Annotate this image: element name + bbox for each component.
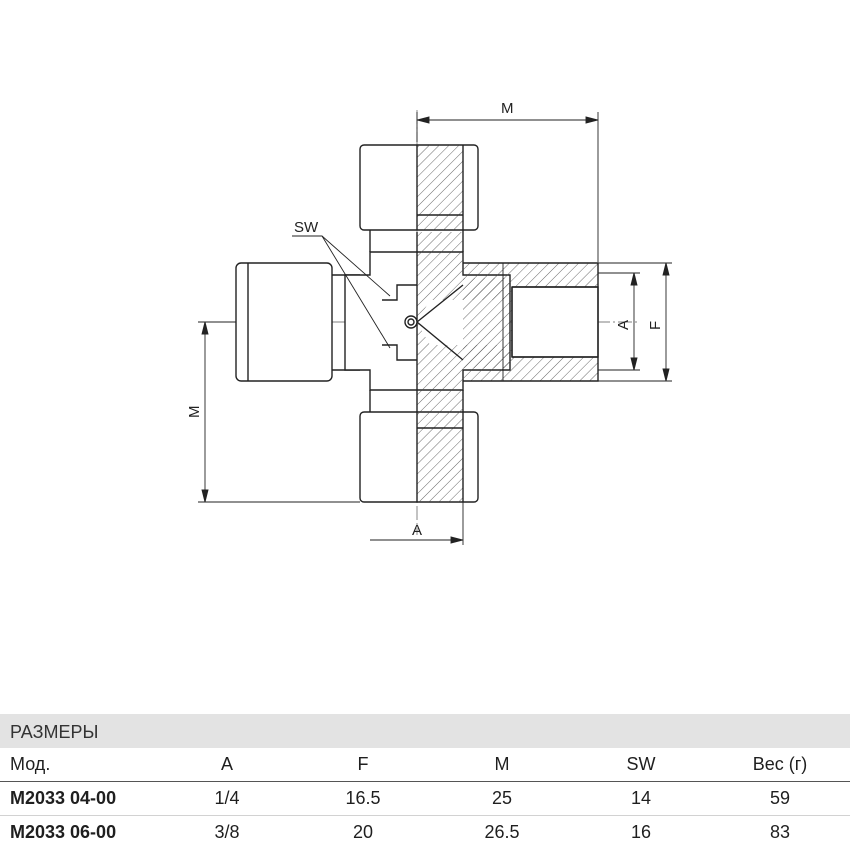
dim-m-top-label: M xyxy=(501,100,514,117)
header-m: M xyxy=(432,748,572,782)
dim-a-bottom xyxy=(370,502,464,545)
dim-f-right-label: F xyxy=(647,321,664,330)
cell-m: 26.5 xyxy=(484,822,520,842)
cell-f: 20 xyxy=(352,822,374,842)
dim-a-bottom-label: A xyxy=(412,522,422,539)
dim-m-top xyxy=(416,112,599,262)
cell-model: M2033 04-00 xyxy=(0,781,160,816)
cell-m: 25 xyxy=(432,781,572,816)
dim-m-left xyxy=(198,321,360,503)
header-model: Мод. xyxy=(0,748,160,782)
table-title: РАЗМЕРЫ xyxy=(0,714,850,748)
table-row: M2033 06-00 3/8 20 26.5 16 83 xyxy=(0,816,850,850)
cell-f: 16.5 xyxy=(294,781,432,816)
table-row: M2033 04-00 1/4 16.5 25 14 59 xyxy=(0,781,850,816)
dim-a-right-label: A xyxy=(615,320,632,330)
dimensions-grid: Мод. A F M SW Вес (г) M2033 04-00 1/4 16… xyxy=(0,748,850,849)
top-leg xyxy=(359,144,479,252)
header-row: Мод. A F M SW Вес (г) xyxy=(0,748,850,782)
sw-leader xyxy=(292,235,391,349)
technical-drawing: SW M M A A F xyxy=(186,100,672,545)
cell-weight: 59 xyxy=(710,781,850,816)
header-f: F xyxy=(294,748,432,782)
right-leg xyxy=(463,262,599,382)
dimensions-table: РАЗМЕРЫ Мод. A F M SW Вес (г) M2033 04-0… xyxy=(0,714,850,849)
header-sw: SW xyxy=(572,748,710,782)
cell-weight: 83 xyxy=(769,822,791,842)
dim-a-right xyxy=(598,272,640,371)
dim-m-left-label: M xyxy=(186,406,203,419)
cell-a: 3/8 xyxy=(214,822,240,842)
cell-a: 1/4 xyxy=(160,781,294,816)
sw-label: SW xyxy=(294,219,319,236)
cell-sw: 14 xyxy=(572,781,710,816)
cell-model: M2033 06-00 xyxy=(10,822,117,842)
header-weight: Вес (г) xyxy=(710,748,850,782)
header-a: A xyxy=(160,748,294,782)
dim-f-right xyxy=(598,262,672,382)
cell-sw: 16 xyxy=(630,822,652,842)
